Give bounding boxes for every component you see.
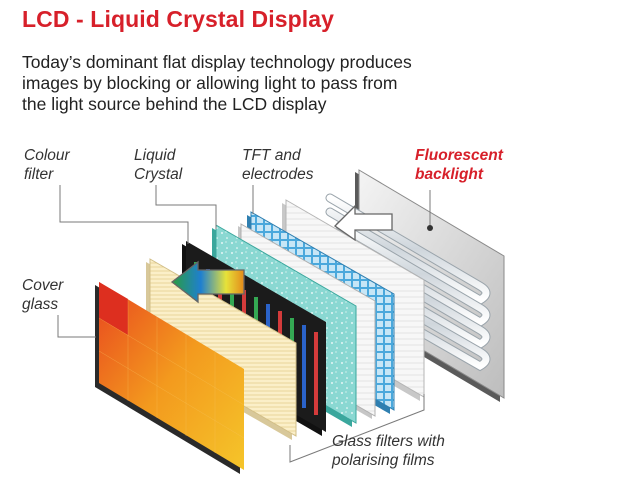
cover-glass-pixel-grid bbox=[98, 299, 245, 453]
glass-filters-bracket bbox=[289, 394, 425, 463]
cover-glass-layer bbox=[95, 282, 245, 474]
liquid-crystal-label: Liquid Crystal bbox=[134, 147, 183, 183]
cover-glass-label: Cover glass bbox=[22, 277, 64, 313]
subtitle-line-2: images by blocking or allowing light to … bbox=[22, 73, 398, 93]
diagram-subtitle: Today’s dominant flat display technology… bbox=[22, 52, 582, 115]
coloured-light-arrow bbox=[170, 260, 245, 304]
colour-filter-leader bbox=[59, 185, 189, 244]
fluorescent-backlight-label: Fluorescent backlight bbox=[415, 147, 503, 183]
colour-filter-label: Colour filter bbox=[24, 147, 70, 183]
backlight-arrow bbox=[333, 204, 393, 242]
subtitle-line-1: Today’s dominant flat display technology… bbox=[22, 52, 412, 72]
subtitle-line-3: the light source behind the LCD display bbox=[22, 94, 327, 114]
liquid-crystal-leader bbox=[155, 185, 217, 229]
leader-lines bbox=[57, 185, 433, 463]
backlight-leader-dot bbox=[427, 225, 433, 231]
glass-filters-label: Glass filters with polarising films bbox=[332, 433, 445, 469]
diagram-title: LCD - Liquid Crystal Display bbox=[22, 6, 335, 32]
backlight-lamps bbox=[325, 193, 491, 372]
cover-glass-leader bbox=[57, 315, 96, 338]
tft-electrodes-label: TFT and electrodes bbox=[242, 147, 314, 183]
